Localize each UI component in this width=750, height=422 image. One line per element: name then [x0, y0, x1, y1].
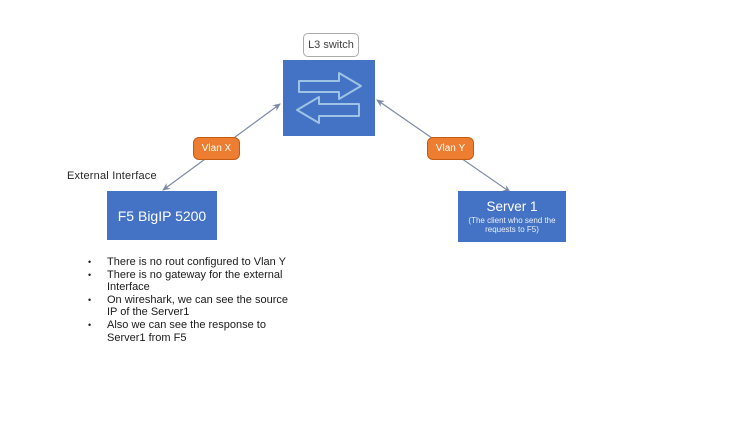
notes-list: • There is no rout configured to Vlan Y … [88, 256, 288, 344]
l3-switch-label-text: L3 switch [308, 39, 354, 51]
bullet-marker: • [88, 257, 92, 267]
f5-bigip-label: F5 BigIP 5200 [117, 207, 207, 224]
arrow-right-icon [298, 72, 362, 100]
bullet-marker: • [88, 269, 92, 280]
server1-subtitle: (The client who send the requests to F5) [468, 215, 556, 235]
switch-arrows-graphic [296, 72, 362, 124]
external-interface-label: External Interface [67, 170, 157, 182]
bullet-marker: • [88, 319, 92, 330]
bullet-marker: • [88, 294, 92, 305]
l3-switch-label: L3 switch [303, 33, 359, 57]
note-text: There is no rout configured to Vlan Y [107, 256, 286, 268]
list-item: • Also we can see the response to Server… [88, 319, 288, 344]
list-item: • There is no gateway for the external I… [88, 269, 288, 294]
note-text: On wireshark, we can see the source IP o… [107, 293, 288, 319]
note-text: Also we can see the response to Server1 … [107, 318, 266, 344]
l3-switch-box [283, 60, 375, 136]
vlan-y-badge: Vlan Y [427, 137, 474, 160]
note-text: There is no gateway for the external Int… [107, 268, 283, 294]
server1-title: Server 1 [486, 198, 538, 214]
server1-box: Server 1 (The client who send the reques… [458, 191, 566, 242]
arrow-left-icon [296, 96, 360, 124]
vlan-x-badge: Vlan X [193, 137, 240, 160]
list-item: • There is no rout configured to Vlan Y [88, 256, 288, 269]
f5-bigip-box: F5 BigIP 5200 [107, 191, 217, 240]
list-item: • On wireshark, we can see the source IP… [88, 294, 288, 319]
